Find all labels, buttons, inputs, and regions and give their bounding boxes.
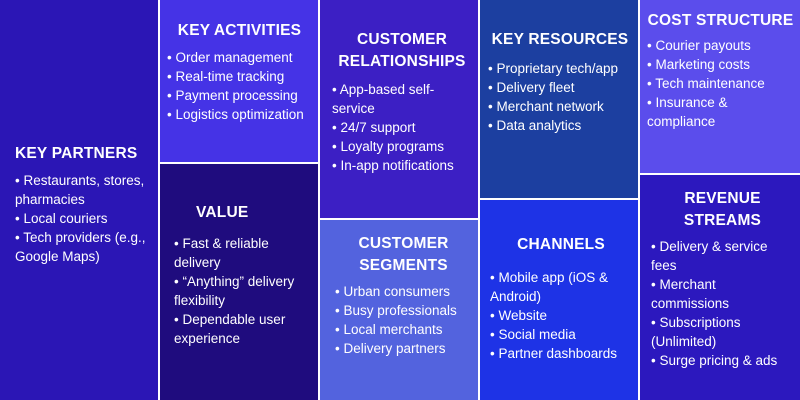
key-activities-title: KEY ACTIVITIES	[177, 22, 302, 39]
list-item: Courier payouts	[647, 36, 794, 55]
list-item: Delivery fleet	[488, 78, 632, 97]
customer-segments-title: CUSTOMER SEGMENTS	[358, 235, 449, 274]
list-item: Marketing costs	[647, 55, 794, 74]
key-partners-list: Restaurants, stores, pharmacies Local co…	[15, 171, 148, 266]
list-item: Urban consumers	[335, 282, 472, 301]
list-item: Partner dashboards	[490, 344, 632, 363]
list-item: Fast & reliable delivery	[174, 234, 312, 272]
key-activities-list: Order management Real-time tracking Paym…	[167, 48, 312, 124]
cost-structure-block: COST STRUCTURE Courier payouts Marketing…	[640, 0, 800, 173]
list-item: Dependable user experience	[174, 310, 312, 348]
customer-relationships-list: App-based self-service 24/7 support Loya…	[332, 80, 472, 175]
list-item: Busy professionals	[335, 301, 472, 320]
list-item: Restaurants, stores, pharmacies	[15, 171, 148, 209]
list-item: Logistics optimization	[167, 105, 312, 124]
list-item: Surge pricing & ads	[651, 351, 794, 370]
list-item: Loyalty programs	[332, 137, 472, 156]
channels-list: Mobile app (iOS & Android) Website Socia…	[490, 268, 632, 363]
list-item: 24/7 support	[332, 118, 472, 137]
list-item: Social media	[490, 325, 632, 344]
list-item: Order management	[167, 48, 312, 67]
key-resources-block: KEY RESOURCES Proprietary tech/app Deliv…	[480, 0, 638, 198]
channels-block: CHANNELS Mobile app (iOS & Android) Webs…	[480, 200, 638, 400]
value-block: VALUE Fast & reliable delivery “Anything…	[160, 164, 318, 400]
channels-title: CHANNELS	[517, 236, 605, 253]
list-item: Local couriers	[15, 209, 148, 228]
key-partners-block: KEY PARTNERS Restaurants, stores, pharma…	[0, 0, 158, 400]
list-item: Local merchants	[335, 320, 472, 339]
list-item: Merchant network	[488, 97, 632, 116]
list-item: Insurance & compliance	[647, 93, 794, 131]
customer-segments-list: Urban consumers Busy professionals Local…	[335, 282, 472, 358]
key-resources-list: Proprietary tech/app Delivery fleet Merc…	[488, 59, 632, 135]
customer-relationships-title: CUSTOMER RELATIONSHIPS	[338, 31, 466, 70]
list-item: “Anything” delivery flexibility	[174, 272, 312, 310]
key-partners-title: KEY PARTNERS	[15, 145, 138, 162]
list-item: Proprietary tech/app	[488, 59, 632, 78]
revenue-streams-list: Delivery & service fees Merchant commiss…	[651, 237, 794, 370]
cost-structure-list: Courier payouts Marketing costs Tech mai…	[647, 36, 794, 131]
revenue-streams-block: REVENUE STREAMS Delivery & service fees …	[640, 175, 800, 400]
list-item: In-app notifications	[332, 156, 472, 175]
cost-structure-title: COST STRUCTURE	[647, 12, 794, 29]
list-item: Mobile app (iOS & Android)	[490, 268, 632, 306]
value-list: Fast & reliable delivery “Anything” deli…	[174, 234, 312, 348]
list-item: Delivery & service fees	[651, 237, 794, 275]
list-item: Tech maintenance	[647, 74, 794, 93]
list-item: Payment processing	[167, 86, 312, 105]
value-title: VALUE	[196, 204, 249, 221]
list-item: Subscriptions (Unlimited)	[651, 313, 794, 351]
list-item: Website	[490, 306, 632, 325]
key-activities-block: KEY ACTIVITIES Order management Real-tim…	[160, 0, 318, 162]
list-item: Merchant commissions	[651, 275, 794, 313]
list-item: App-based self-service	[332, 80, 472, 118]
list-item: Real-time tracking	[167, 67, 312, 86]
key-resources-title: KEY RESOURCES	[491, 31, 629, 48]
revenue-streams-title: REVENUE STREAMS	[683, 190, 762, 229]
customer-relationships-block: CUSTOMER RELATIONSHIPS App-based self-se…	[320, 0, 478, 218]
customer-segments-block: CUSTOMER SEGMENTS Urban consumers Busy p…	[320, 220, 478, 400]
list-item: Tech providers (e.g., Google Maps)	[15, 228, 148, 266]
list-item: Delivery partners	[335, 339, 472, 358]
list-item: Data analytics	[488, 116, 632, 135]
